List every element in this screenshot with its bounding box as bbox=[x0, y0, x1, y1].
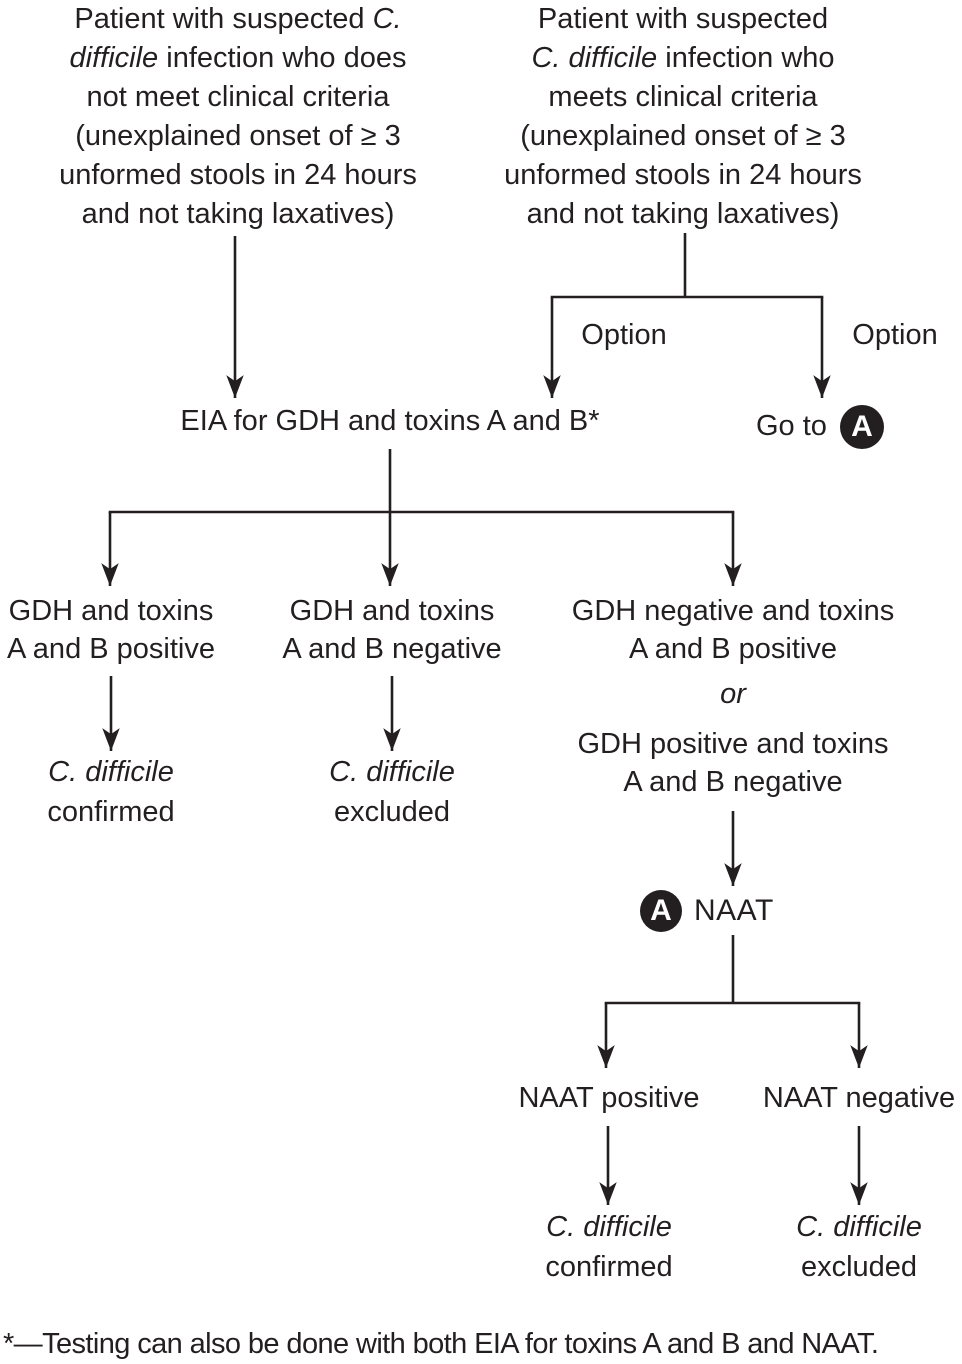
node-text-line: C. difficile bbox=[47, 752, 174, 792]
node-naat-positive: NAAT positive bbox=[518, 1082, 700, 1114]
text-segment-italic: C. difficile bbox=[796, 1211, 922, 1243]
node-text-line: C. difficile bbox=[545, 1207, 672, 1247]
text-segment-italic: C. difficile bbox=[329, 756, 455, 788]
node-text-line: A and B positive bbox=[7, 633, 215, 665]
naat-label: NAAT bbox=[694, 894, 774, 927]
text-segment-italic: or bbox=[720, 678, 746, 710]
label-or: or bbox=[720, 678, 746, 710]
text-segment-italic: difficile bbox=[69, 42, 159, 74]
node-patient-meeting-criteria: Patient with suspected C. difficile infe… bbox=[504, 0, 862, 234]
node-text-line: GDH negative and toxins bbox=[571, 595, 895, 627]
node-gdh-positive-toxins-negative: GDH positive and toxins A and B negative bbox=[577, 725, 888, 801]
node-cdiff-excluded-naat: C. difficile excluded bbox=[796, 1207, 922, 1287]
label-option-right: Option bbox=[852, 319, 938, 351]
badge-a-icon: A bbox=[839, 404, 884, 449]
node-text-line: excluded bbox=[333, 796, 451, 828]
node-text-line: not meet clinical criteria bbox=[86, 81, 390, 113]
node-text-line: confirmed bbox=[545, 1251, 673, 1283]
text-segment: Patient with suspected bbox=[74, 3, 373, 35]
text-segment-italic: C. difficile bbox=[531, 42, 658, 74]
node-text-line: Patient with suspected C. bbox=[59, 0, 417, 39]
node-cdiff-confirmed-naat: C. difficile confirmed bbox=[545, 1207, 672, 1287]
node-text-line: C. difficile infection who bbox=[504, 39, 862, 78]
node-gdh-negative-toxins-positive: GDH negative and toxins A and B positive bbox=[572, 592, 894, 668]
node-text-line: GDH positive and toxins bbox=[577, 728, 889, 760]
footnote: *—Testing can also be done with both EIA… bbox=[3, 1328, 879, 1360]
node-text-line: unformed stools in 24 hours bbox=[59, 159, 417, 191]
text-segment: infection who bbox=[657, 42, 835, 74]
text-segment-italic: C. bbox=[372, 3, 402, 35]
node-gdh-toxins-negative: GDH and toxins A and B negative bbox=[282, 592, 501, 668]
go-to-label: Go to bbox=[756, 410, 827, 442]
node-text-line: A and B negative bbox=[282, 633, 502, 665]
node-go-to-a: Go to A bbox=[756, 404, 884, 449]
text-segment-italic: C. difficile bbox=[546, 1211, 672, 1243]
node-text-line: GDH and toxins bbox=[289, 595, 495, 627]
node-text-line: excluded bbox=[800, 1251, 918, 1283]
label-option-left: Option bbox=[581, 319, 667, 351]
node-text-line: C. difficile bbox=[329, 752, 455, 792]
node-text-line: meets clinical criteria bbox=[548, 81, 818, 113]
badge-a-icon: A bbox=[640, 890, 682, 932]
node-text-line: (unexplained onset of ≥ 3 bbox=[75, 120, 401, 152]
node-cdiff-excluded-eia: C. difficile excluded bbox=[329, 752, 455, 832]
node-naat: A NAAT bbox=[640, 890, 774, 932]
node-text-line: and not taking laxatives) bbox=[81, 198, 395, 230]
node-text-line: unformed stools in 24 hours bbox=[504, 159, 862, 191]
node-text-line: A and B positive bbox=[629, 633, 837, 665]
node-text-line: difficile infection who does bbox=[59, 39, 417, 78]
node-text-line: Patient with suspected bbox=[537, 3, 829, 35]
node-eia-gdh-toxins: EIA for GDH and toxins A and B* bbox=[180, 405, 600, 437]
text-segment: infection who does bbox=[158, 42, 407, 74]
text-segment-italic: C. difficile bbox=[48, 756, 174, 788]
node-text-line: confirmed bbox=[47, 796, 175, 828]
node-text-line: and not taking laxatives) bbox=[526, 198, 840, 230]
node-patient-not-meeting-criteria: Patient with suspected C. difficile infe… bbox=[59, 0, 417, 234]
node-naat-negative: NAAT negative bbox=[762, 1082, 956, 1114]
node-text-line: A and B negative bbox=[623, 766, 843, 798]
node-text-line: GDH and toxins bbox=[8, 595, 214, 627]
node-gdh-toxins-positive: GDH and toxins A and B positive bbox=[7, 592, 215, 668]
node-text-line: C. difficile bbox=[796, 1207, 922, 1247]
node-text-line: (unexplained onset of ≥ 3 bbox=[520, 120, 846, 152]
node-cdiff-confirmed-eia: C. difficile confirmed bbox=[47, 752, 174, 832]
